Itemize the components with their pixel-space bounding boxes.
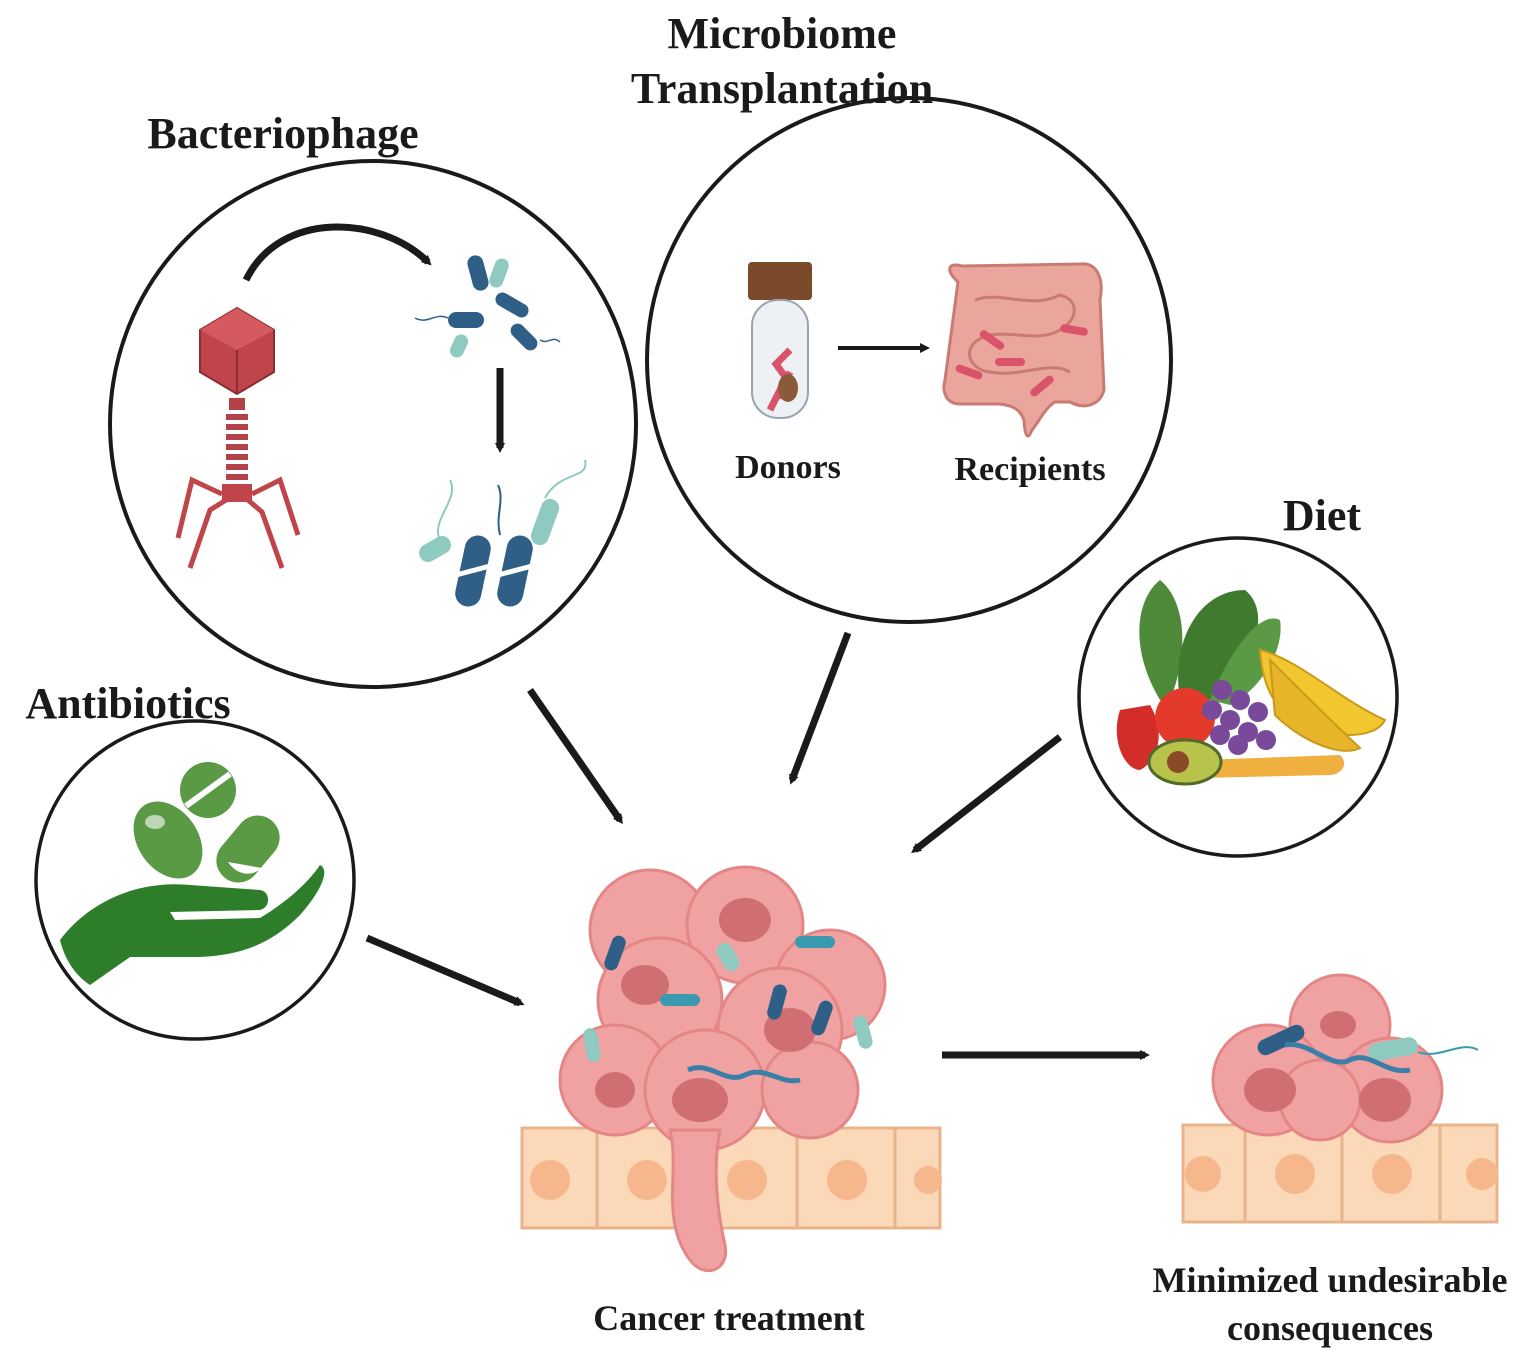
diet-title: Diet — [1283, 491, 1362, 540]
lysed-bacteria-icon — [419, 459, 587, 607]
tumor-icon — [558, 865, 887, 1273]
phage-infect-arrow — [242, 223, 432, 282]
bacteriophage-circle — [108, 159, 638, 689]
cancer-treatment-label: Cancer treatment — [593, 1298, 865, 1338]
antibiotics-circle — [34, 719, 356, 1041]
epithelium-left — [520, 1126, 942, 1230]
bacteria-cluster-top — [414, 255, 561, 358]
diet-circle — [1077, 536, 1399, 858]
outcome-label-line2: consequences — [1227, 1308, 1433, 1348]
diet-food-icon — [1116, 580, 1387, 786]
bacteriophage-to-cancer-arrow — [527, 688, 623, 825]
antibiotics-to-cancer-arrow — [365, 934, 525, 1007]
reduced-tumor-icon — [1211, 973, 1479, 1144]
intestine-icon — [942, 262, 1106, 438]
epithelium-right — [1181, 1123, 1499, 1224]
microbiome-title-line2: Transplantation — [631, 64, 933, 113]
antibiotics-icon — [60, 762, 325, 985]
recipients-label: Recipients — [954, 451, 1105, 488]
outcome-label-line1: Minimized undesirable — [1152, 1260, 1507, 1300]
phage-icon — [175, 306, 301, 569]
donors-label: Donors — [735, 449, 841, 486]
donor-tube-icon — [748, 262, 812, 419]
microbiome-title-line1: Microbiome — [668, 9, 897, 58]
bacteriophage-title: Bacteriophage — [147, 109, 418, 158]
microbiome-circle — [645, 96, 1173, 624]
microbiome-to-cancer-arrow — [788, 631, 852, 785]
diet-to-cancer-arrow — [911, 734, 1063, 854]
